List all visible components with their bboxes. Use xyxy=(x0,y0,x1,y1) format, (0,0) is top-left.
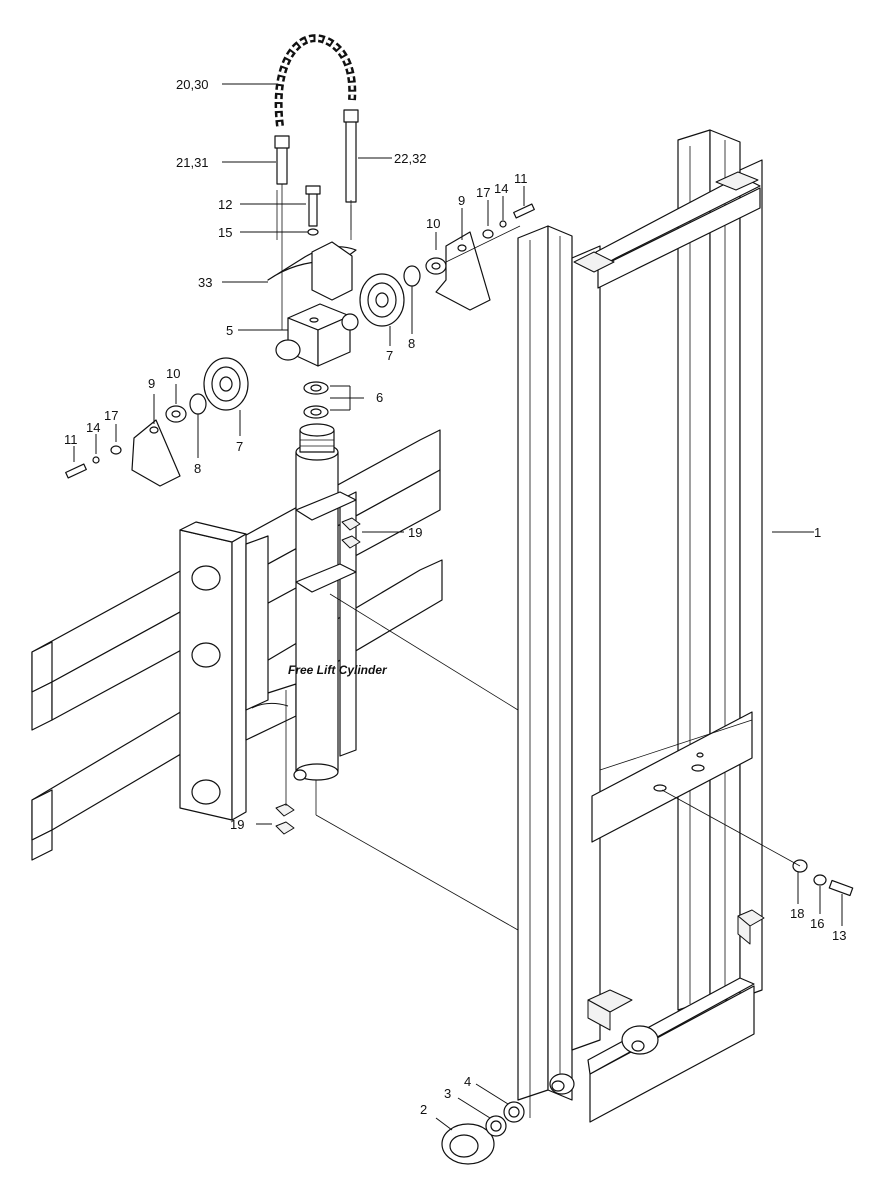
free-lift-cylinder-caption: Free Lift Cylinder xyxy=(288,663,388,677)
label-5: 5 xyxy=(226,323,233,338)
label-4: 4 xyxy=(464,1074,471,1089)
label-10-left: 10 xyxy=(166,366,180,381)
label-18: 18 xyxy=(790,906,804,921)
label-15: 15 xyxy=(218,225,232,240)
label-11-left: 11 xyxy=(64,432,78,447)
label-8-right: 8 xyxy=(408,336,415,351)
label-3: 3 xyxy=(444,1086,451,1101)
label-7-left: 7 xyxy=(236,439,243,454)
outer-mast xyxy=(517,129,765,1123)
label-6: 6 xyxy=(376,390,383,405)
label-22-32: 22,32 xyxy=(394,151,427,166)
label-13: 13 xyxy=(832,928,846,943)
leader-lines xyxy=(73,83,843,1131)
label-9-left: 9 xyxy=(148,376,155,391)
plate-bolt-set xyxy=(792,859,854,897)
label-11-right: 11 xyxy=(514,171,528,186)
label-17-right: 17 xyxy=(476,185,490,200)
label-7-right: 7 xyxy=(386,348,393,363)
label-19-lower: 19 xyxy=(230,817,244,832)
carriage-and-forks xyxy=(31,429,443,861)
label-17-left: 17 xyxy=(104,408,118,423)
free-lift-cylinder xyxy=(275,423,361,835)
label-12: 12 xyxy=(218,197,232,212)
label-10-right: 10 xyxy=(426,216,440,231)
label-33: 33 xyxy=(198,275,212,290)
label-8-left: 8 xyxy=(194,461,201,476)
label-19-upper: 19 xyxy=(408,525,422,540)
label-21-31: 21,31 xyxy=(176,155,209,170)
connector-lines xyxy=(285,225,801,1118)
sprocket-head xyxy=(267,185,359,419)
bottom-bearing xyxy=(441,1101,525,1165)
label-9-right: 9 xyxy=(458,193,465,208)
label-14-left: 14 xyxy=(86,420,100,435)
label-14-right: 14 xyxy=(494,181,508,196)
label-16: 16 xyxy=(810,916,824,931)
right-roller-assembly xyxy=(359,203,535,327)
label-20-30: 20,30 xyxy=(176,77,209,92)
label-2: 2 xyxy=(420,1102,427,1117)
part-labels: 20,30 21,31 22,32 12 15 33 5 6 7 8 10 9 … xyxy=(64,77,846,1117)
chain-anchor-bolts xyxy=(274,109,359,330)
label-1: 1 xyxy=(814,525,821,540)
lift-chain xyxy=(274,34,357,127)
